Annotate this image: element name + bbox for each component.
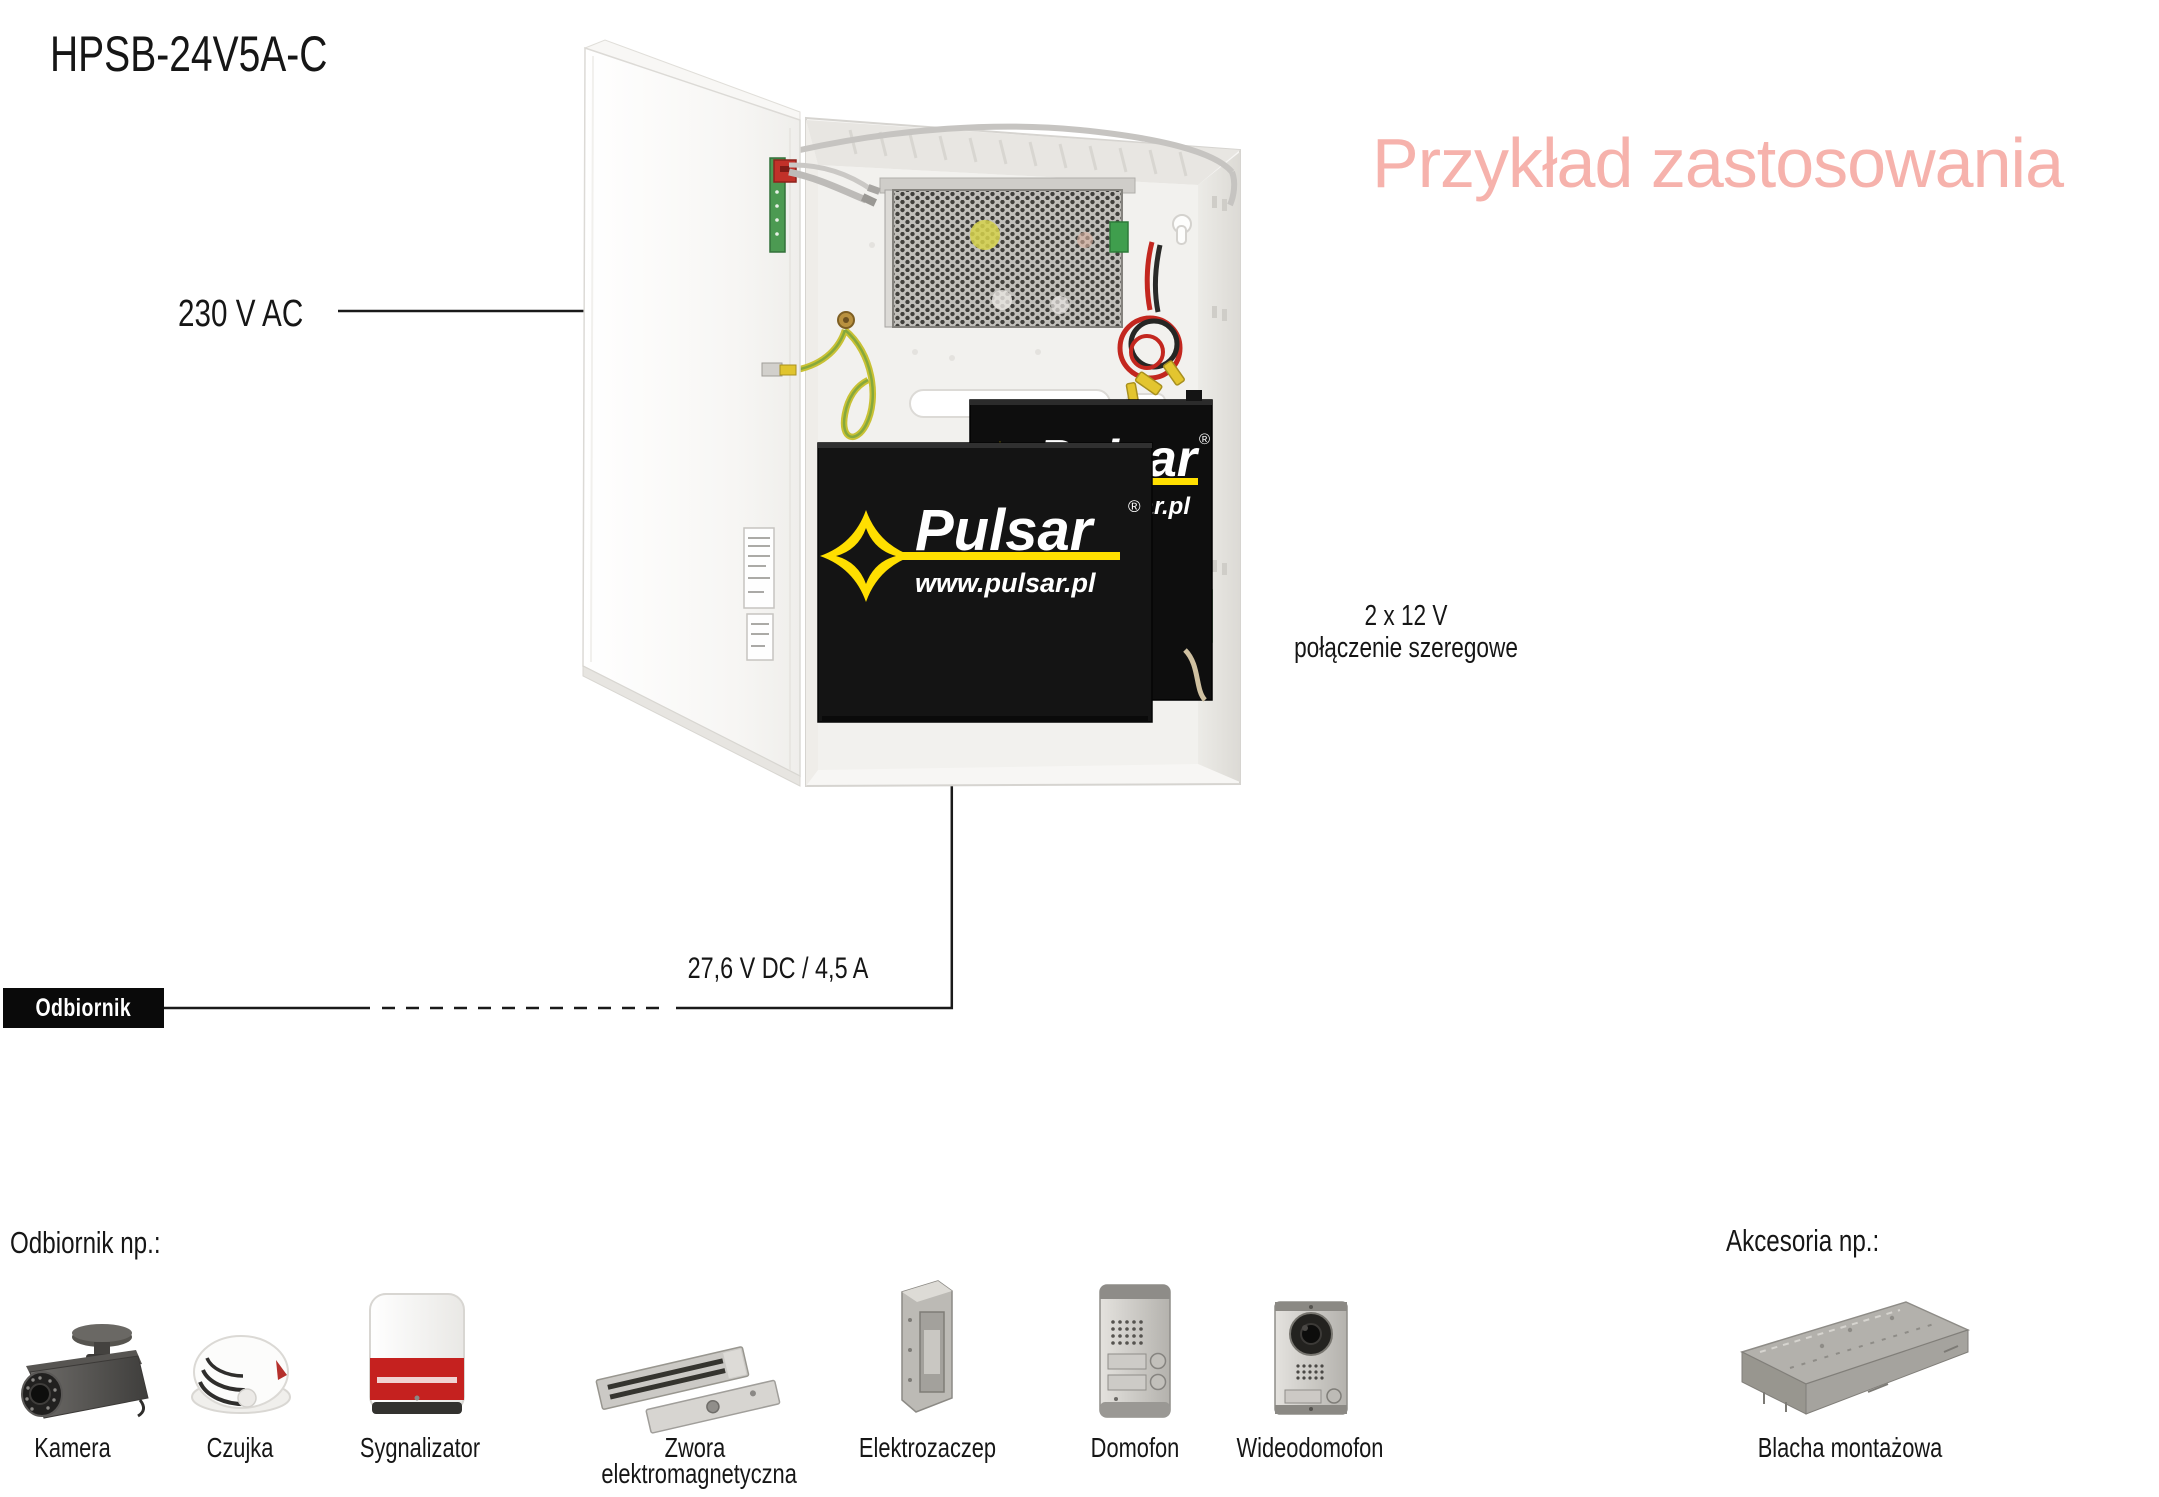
receivers-section-heading: Odbiornik np.: [10,1225,161,1260]
smoke-detector-icon [191,1335,291,1414]
top-cable [799,123,1238,207]
battery-front-logo: Pulsar ® www.pulsar.pl [820,497,1141,602]
cctv-camera-icon [21,1324,149,1419]
ribbon-cable [788,162,881,207]
caption-zwora-line1: Zwora [664,1432,726,1463]
loose-wire [1183,648,1208,702]
door-ground-terminal [761,362,797,377]
application-example-heading: Przykład zastosowania [1372,124,2064,202]
box-top-wall [806,120,1240,185]
door-tamper-pcb [769,157,797,253]
svg-text:®: ® [1199,431,1210,448]
svg-text:®: ® [1128,497,1141,516]
output-voltage-label: 27,6 V DC / 4,5 A [687,952,869,985]
page-title: HPSB-24V5A-C [50,26,328,82]
top-vent-slots [848,129,1188,177]
receiver-badge-text: Odbiornik [35,994,132,1022]
spade-connectors [1125,360,1185,407]
mounting-plate-icon [1739,1301,1971,1415]
caption-czujka: Czujka [206,1432,274,1463]
battery-config-line1: 2 x 12 V [1364,600,1448,632]
ground-stud [837,311,855,329]
svg-text:www.pulsar.pl: www.pulsar.pl [915,568,1096,598]
ac-terminal-block [1109,221,1129,253]
caption-sygnalizator: Sygnalizator [359,1432,481,1463]
caption-kamera: Kamera [34,1432,111,1463]
caption-zwora-line2: elektromagnetyczna [601,1458,797,1489]
caption-domofon: Domofon [1090,1432,1180,1463]
video-intercom-icon [1274,1301,1348,1415]
electric-strike-icon [901,1280,953,1413]
ground-wire [795,327,876,441]
caption-elektrozaczep: Elektrozaczep [858,1432,997,1463]
svg-text:Pulsar: Pulsar [915,498,1096,563]
power-supply-enclosure: Pulsar ® www.pulsar.pl Pulsar ® www.puls… [582,39,1241,788]
door-labels [743,527,775,661]
enclosure-door [582,39,801,787]
battery-leads [1117,241,1183,381]
intercom-icon [1099,1284,1171,1418]
box-left-wall [806,120,818,786]
caption-blacha-montazowa: Blacha montażowa [1757,1432,1943,1463]
mains-voltage-label: 230 V AC [178,293,304,335]
caption-wideodomofon: Wideodomofon [1236,1432,1384,1463]
electromagnetic-lock-icon [595,1346,781,1434]
psu-module [879,177,1136,328]
battery-config-line2: połączenie szeregowe [1294,632,1518,665]
receiver-badge: Odbiornik [3,988,164,1028]
siren-icon [369,1293,465,1414]
accessories-section-heading: Akcesoria np.: [1726,1223,1880,1258]
side-vent-slots [1212,196,1227,575]
battery-config-label: 2 x 12 V połączenie szeregowe [1289,600,1523,665]
output-connector-line [163,722,954,1010]
